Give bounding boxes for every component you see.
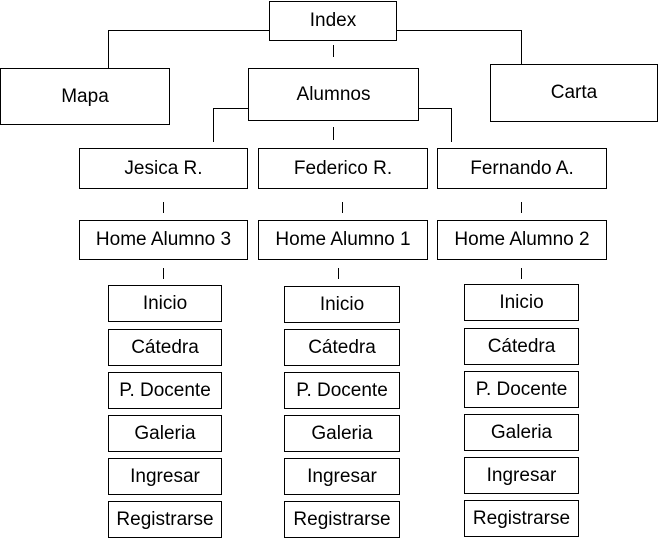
connector [333,45,334,57]
node-home-alumno-1: Home Alumno 1 [258,220,428,260]
node-page-ingresar: Ingresar [284,458,400,495]
node-page-p-docente: P. Docente [108,372,222,409]
node-page-p-docente: P. Docente [464,371,579,408]
node-page-registrarse: Registrarse [108,501,222,538]
node-carta: Carta [490,64,658,122]
connector [521,202,522,213]
node-page-ingresar: Ingresar [464,457,579,494]
connector [451,108,452,142]
node-page-registrarse: Registrarse [464,500,579,537]
node-page-catedra: Cátedra [284,329,400,366]
node-page-inicio: Inicio [108,285,222,322]
node-student-federico: Federico R. [258,148,428,189]
connector [163,202,164,213]
connector [342,202,343,213]
node-page-registrarse: Registrarse [284,501,400,538]
node-page-catedra: Cátedra [108,329,222,366]
node-mapa: Mapa [0,68,170,125]
node-alumnos: Alumnos [248,68,419,121]
connector [213,108,214,142]
connector [521,268,522,279]
node-page-galeria: Galeria [464,414,579,451]
connector [108,30,269,31]
connector [163,268,164,279]
node-page-p-docente: P. Docente [284,372,400,409]
node-page-inicio: Inicio [284,286,400,323]
node-index: Index [269,1,397,41]
node-page-galeria: Galeria [284,415,400,452]
node-student-jesica: Jesica R. [79,148,248,189]
connector [397,30,521,31]
node-home-alumno-3: Home Alumno 3 [79,220,248,260]
connector [108,30,109,68]
connector [419,108,451,109]
node-page-inicio: Inicio [464,284,579,321]
node-student-fernando: Fernando A. [437,148,607,189]
connector [521,30,522,64]
connector [338,268,339,279]
connector [333,127,334,140]
node-page-catedra: Cátedra [464,328,579,365]
node-page-ingresar: Ingresar [108,458,222,495]
node-page-galeria: Galeria [108,415,222,452]
node-home-alumno-2: Home Alumno 2 [437,220,607,260]
connector [213,108,248,109]
